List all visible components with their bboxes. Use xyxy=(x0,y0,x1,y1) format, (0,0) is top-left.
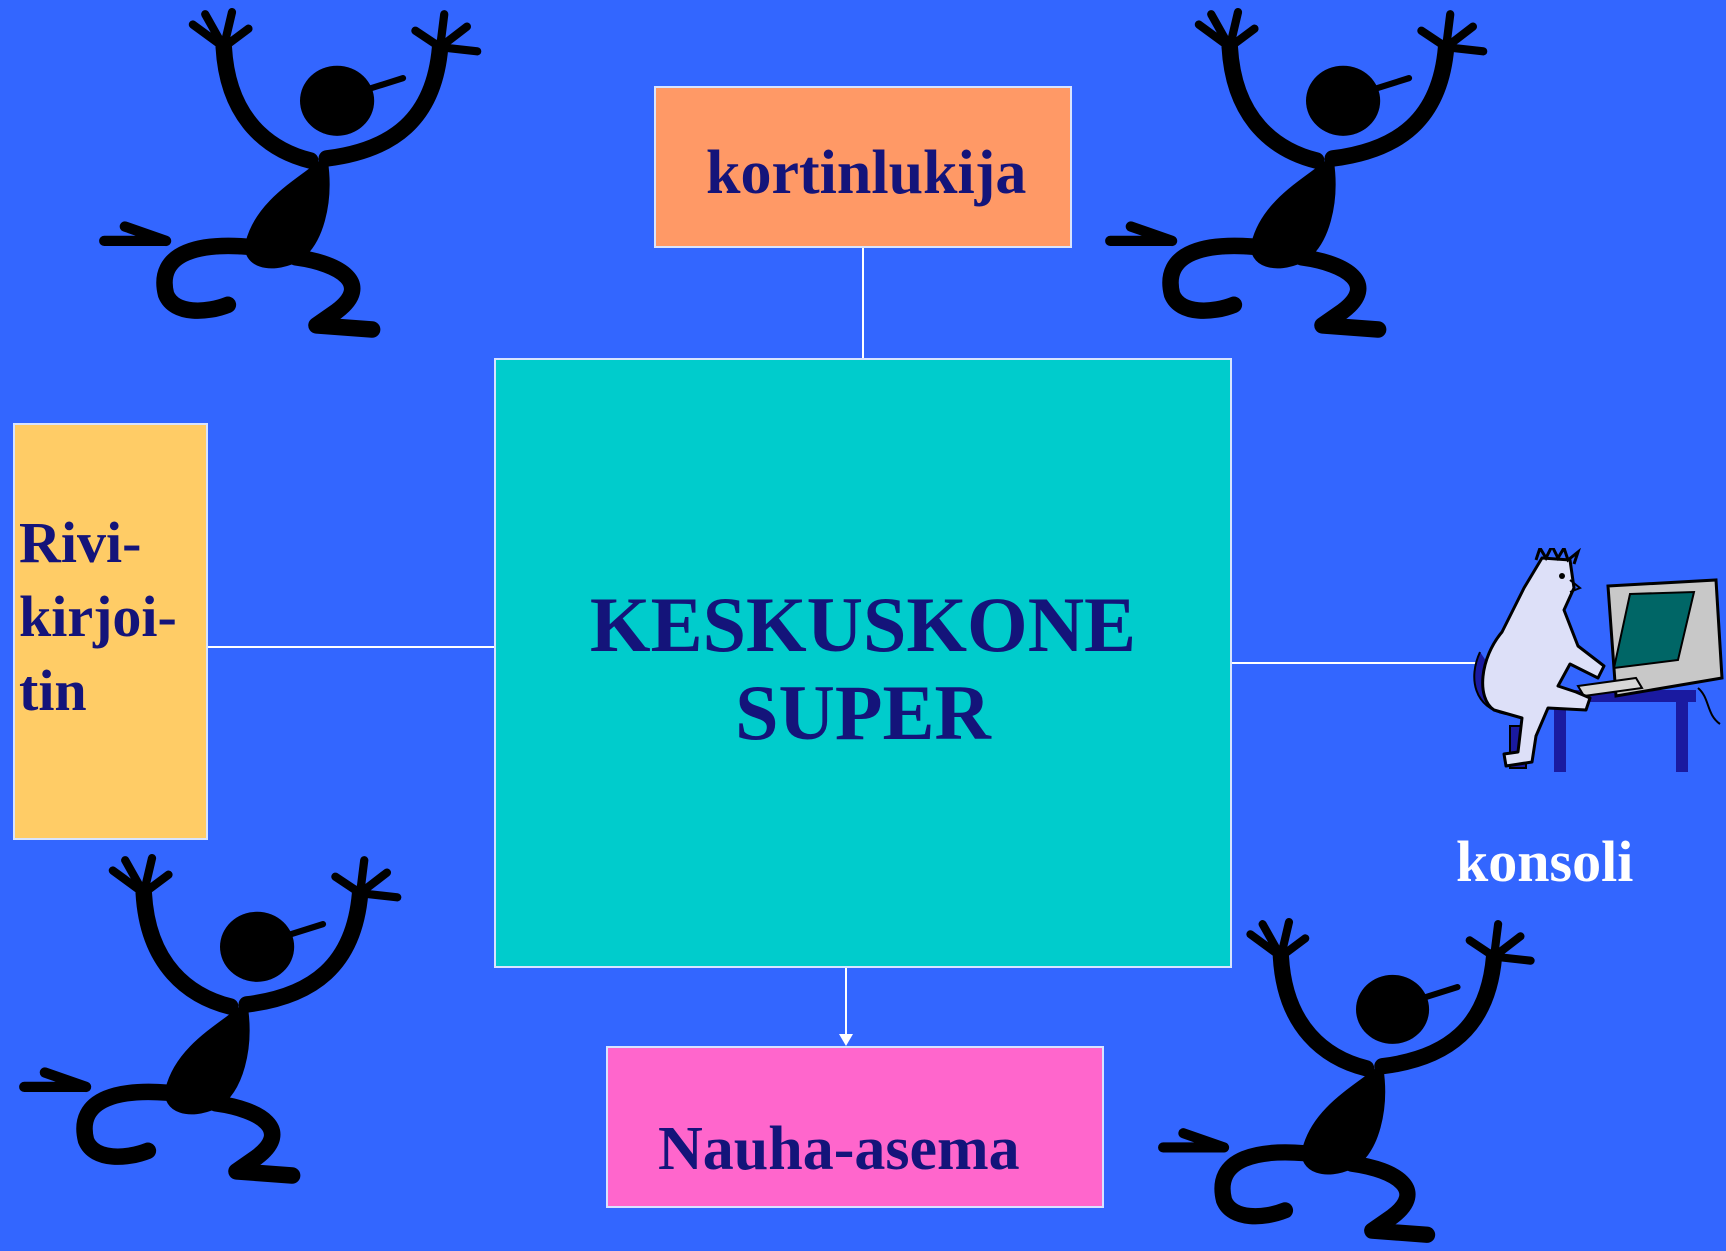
mainframe-label-line2: SUPER xyxy=(735,669,991,756)
tape-drive-box: Nauha-asema xyxy=(606,1046,1104,1208)
line-printer-label-line2: kirjoi- xyxy=(19,584,177,649)
line-printer-label-line1: Rivi- xyxy=(19,510,142,575)
console-label: konsoli xyxy=(1456,829,1634,894)
dancing-figure-icon-bottom-left xyxy=(19,854,402,1184)
mainframe-box: KESKUSKONE SUPER xyxy=(494,358,1232,968)
dancing-figure-icon-top-right xyxy=(1105,8,1488,338)
dancing-figure-icon-top-left xyxy=(99,8,482,338)
card-reader-box: kortinlukija xyxy=(654,86,1072,248)
mainframe-label-line1: KESKUSKONE xyxy=(589,581,1137,668)
line-printer-label-line3: tin xyxy=(19,658,87,723)
tape-drive-label: Nauha-asema xyxy=(658,1115,1020,1183)
arrow-head-icon xyxy=(839,1034,853,1046)
computer-user-icon xyxy=(1473,548,1724,772)
line-printer-box: Rivi- kirjoi- tin xyxy=(13,423,208,840)
card-reader-label: kortinlukija xyxy=(706,139,1027,207)
dancing-figure-icon-bottom-right xyxy=(1158,918,1535,1243)
